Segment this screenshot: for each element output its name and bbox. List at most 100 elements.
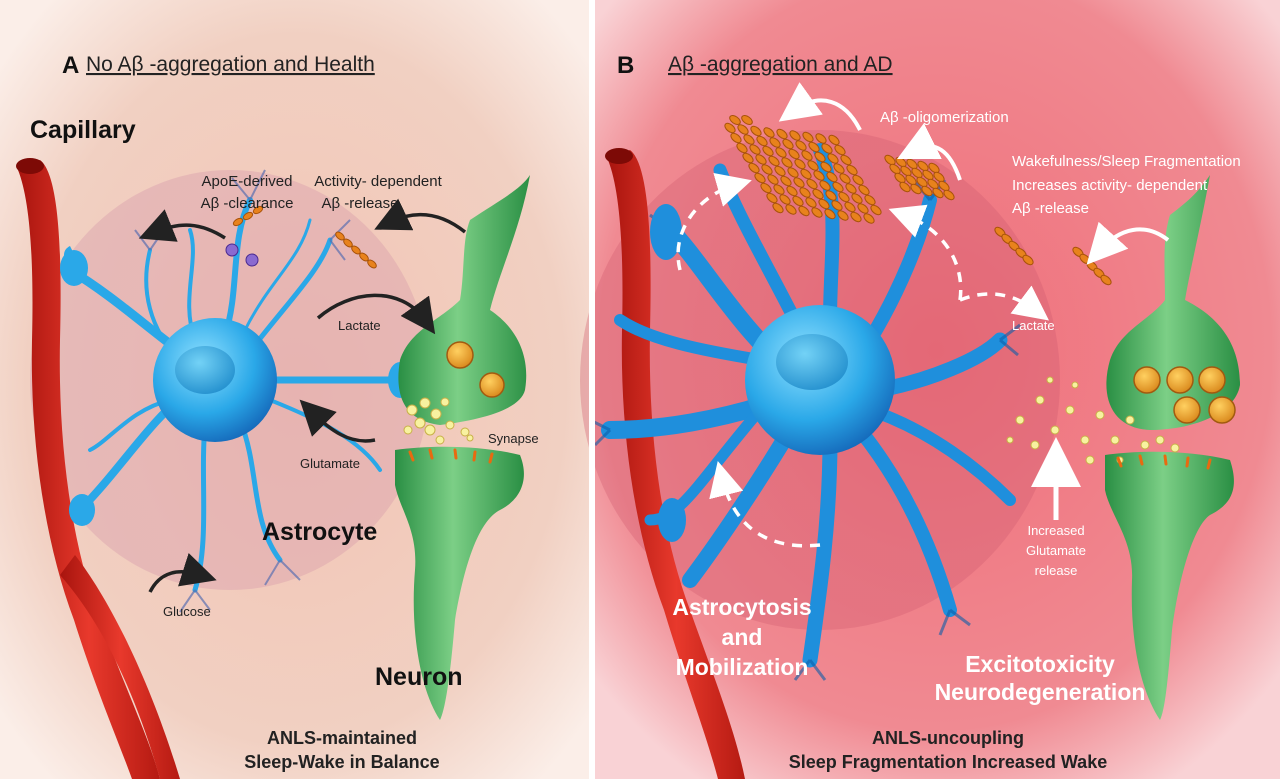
amyloid-fragment (782, 138, 794, 150)
amyloid-fragment (761, 164, 773, 175)
amyloid-fragment (840, 154, 852, 166)
amyloid-fragment (928, 162, 940, 174)
amyloid-fragment (807, 160, 819, 171)
excess-glutamate-particles (1006, 376, 1180, 465)
amyloid-fragment (825, 190, 837, 201)
lactate-label-b: Lactate (1012, 318, 1055, 333)
astrocytosis-label-line3: Mobilization (676, 654, 809, 680)
presynaptic-terminal-b (1106, 175, 1240, 430)
panel-a-caption-line1: ANLS-maintained (267, 728, 417, 748)
amyloid-fragment (933, 171, 945, 183)
glucose-arrow (148, 553, 217, 593)
amyloid-fragment (824, 208, 836, 220)
panel-b-caption-line1: ANLS-uncoupling (872, 728, 1024, 748)
amyloid-fragment (863, 213, 875, 224)
panel-a-caption-line2: Sleep-Wake in Balance (244, 752, 439, 772)
amyloid-fragment (754, 172, 766, 184)
glucose-label: Glucose (163, 604, 211, 619)
synaptic-vesicles-b (1133, 366, 1236, 424)
amyloid-aggregates (729, 115, 753, 125)
release-label-line2: Aβ -release (322, 195, 399, 212)
amyloid-fragment (833, 163, 845, 174)
amyloid-fragment (837, 210, 849, 221)
amyloid-fragment (736, 142, 748, 154)
amyloid-fragment (838, 191, 850, 203)
amyloid-fragment (895, 156, 907, 168)
postsynaptic-neuron (395, 446, 524, 720)
capillary-branch (60, 555, 180, 779)
amyloid-fragment (899, 181, 911, 193)
glutamate-particles (403, 397, 474, 445)
amyloid-fragment (870, 204, 882, 216)
panel-b-letter: B (617, 52, 634, 79)
amyloid-fragment (858, 184, 870, 196)
glutamate-label-line1: Increased (1027, 523, 1084, 538)
release-label-line1: Activity- dependent (314, 173, 442, 190)
flow-arrows-a (138, 198, 467, 593)
amyloid-fragment (828, 134, 840, 146)
amyloid-fragment (756, 135, 768, 147)
amyloid-fragment (788, 148, 800, 160)
flow-arrows-b (778, 82, 1170, 520)
amyloid-fragment (786, 185, 798, 197)
reactive-endfoot-1 (650, 204, 682, 260)
amyloid-fragment (774, 165, 786, 177)
amyloid-fragment (743, 134, 755, 145)
amyloid-fragment (768, 155, 780, 167)
glutamate-label-line3: release (1035, 563, 1078, 578)
amyloid-fragment (767, 174, 779, 185)
amyloid-fragment (819, 180, 831, 191)
wake-label-line2: Increases activity- dependent (1012, 177, 1208, 194)
amyloid-fragment (826, 171, 838, 183)
amyloid-fragment (831, 200, 843, 211)
capillary-label: Capillary (30, 116, 136, 144)
amyloid-fragment (724, 122, 736, 134)
amyloid-fragment (762, 145, 774, 157)
oligomer-label: Aβ -oligomerization (880, 109, 1009, 126)
amyloid-fragment (755, 154, 767, 165)
amyloid-fragment (834, 144, 846, 156)
lactate-dashed-arrow (959, 285, 1050, 321)
postsynaptic-receptors (408, 448, 494, 464)
mobilization-arrow-up (676, 172, 752, 271)
amyloid-fragment (852, 174, 864, 186)
amyloid-fragment (815, 133, 827, 144)
mobilization-arrow-low (709, 461, 821, 548)
astrocyte-endfoot-2 (69, 494, 95, 526)
amyloid-oligomer-2 (884, 154, 1112, 286)
panel-b-title: Aβ -aggregation and AD (668, 53, 893, 76)
amyloid-fragment (900, 165, 912, 177)
glutamate-arrow (299, 399, 376, 443)
amyloid-fragment (760, 182, 772, 194)
release-arrow-b (1086, 221, 1170, 265)
amyloid-fragment (910, 183, 922, 195)
panel-a-letter: A (62, 52, 79, 79)
amyloid-fragment (916, 176, 928, 188)
amyloid-fragment (737, 124, 749, 135)
dashed-arrows-b (676, 172, 1050, 548)
amyloid-fragment (730, 132, 742, 144)
amyloid-fragment (800, 168, 812, 180)
amyloid-fragments-a (225, 205, 377, 269)
amyloid-fragment (748, 162, 760, 174)
amyloid-fragment (821, 143, 833, 154)
synaptic-vesicles (446, 341, 505, 398)
amyloid-fragment (808, 141, 820, 153)
amyloid-fragment (781, 157, 793, 168)
astrocyte-endfoot-1 (60, 250, 88, 286)
reactive-astrocyte-nucleus (776, 334, 848, 390)
glutamate-label: Glutamate (300, 456, 360, 471)
amyloid-fragment (864, 194, 876, 206)
amyloid-fragment (832, 181, 844, 193)
amyloid-fragment (750, 125, 762, 137)
amyloid-fragment (776, 128, 788, 140)
panel-a: A No Aβ -aggregation and Health Capillar… (0, 0, 592, 779)
amyloid-fragment (846, 164, 858, 176)
amyloid-fragment (917, 160, 929, 172)
oligomer-arrow-2 (897, 123, 962, 181)
neuron-label: Neuron (375, 663, 463, 691)
amyloid-fragment (813, 170, 825, 181)
wake-label-line3: Aβ -release (1012, 200, 1089, 217)
amyloid-fragment (749, 144, 761, 155)
